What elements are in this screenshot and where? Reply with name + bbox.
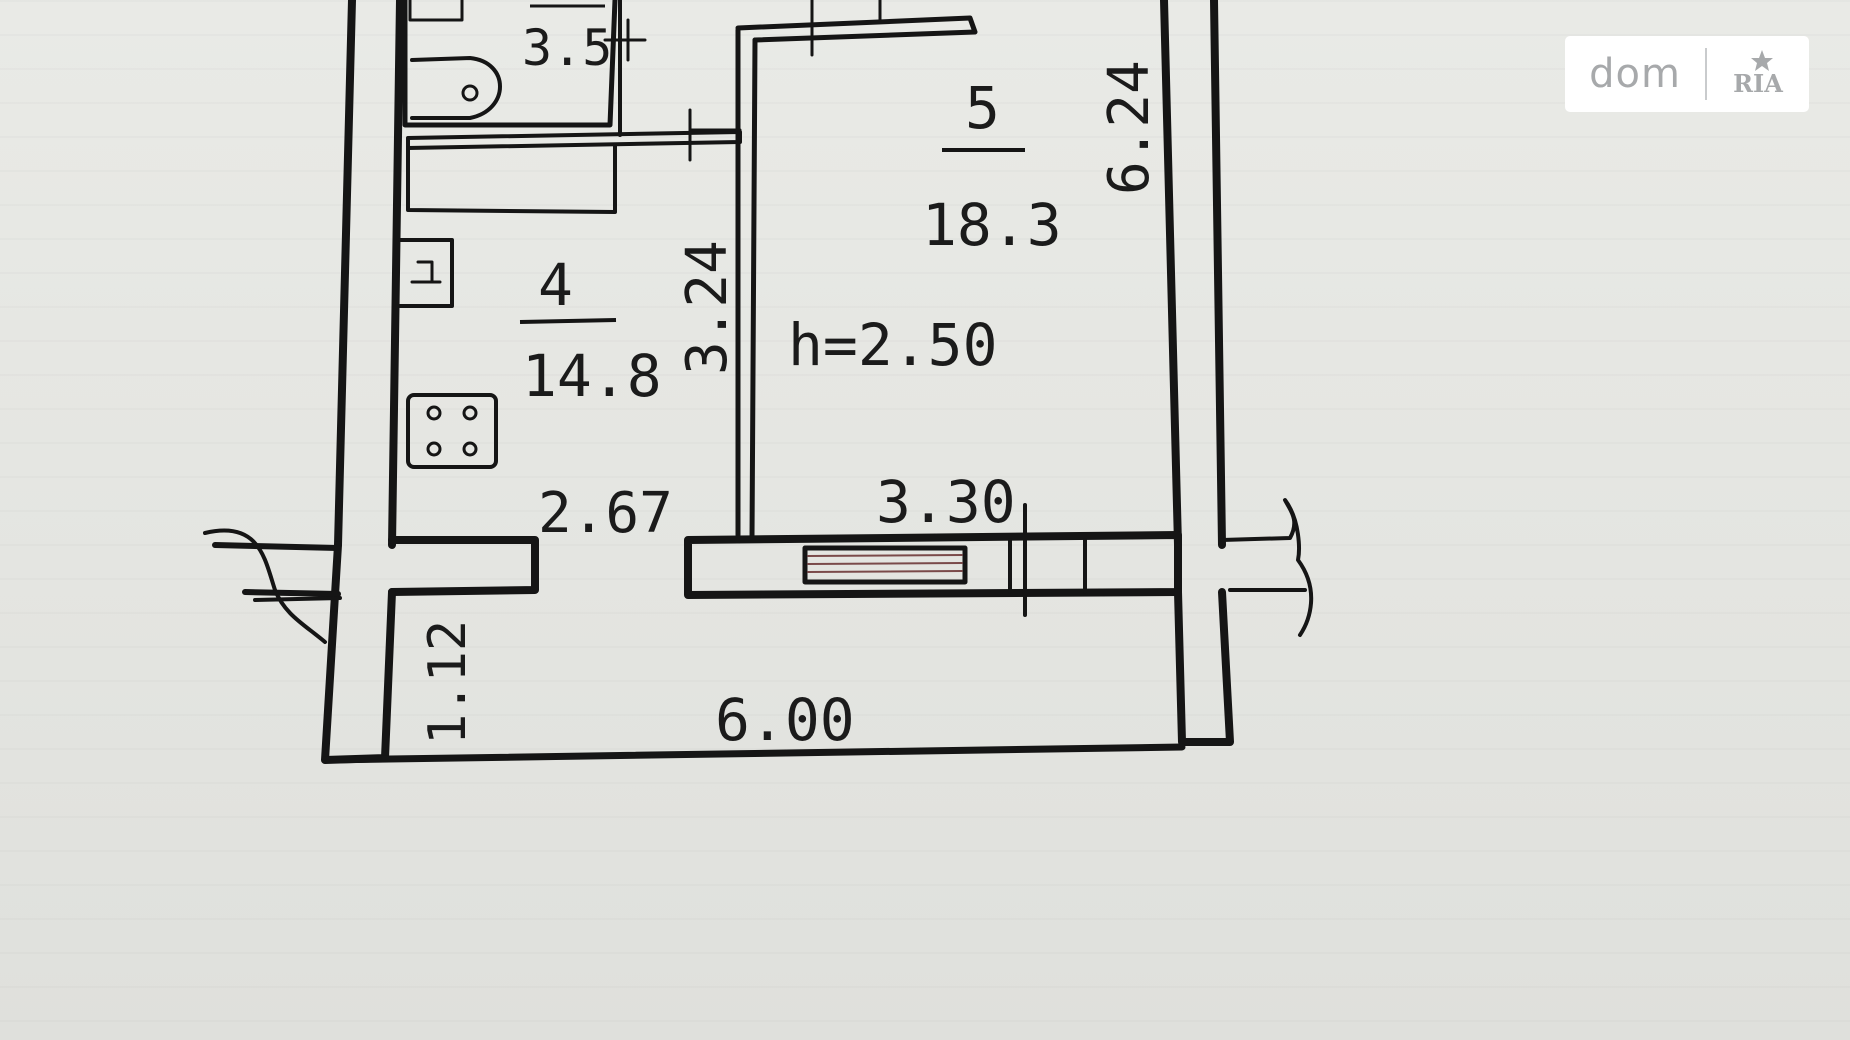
room-5-area: 18.3 xyxy=(922,191,1062,259)
wall-stub-left xyxy=(212,542,341,597)
room-window-hatch xyxy=(807,554,963,573)
corridor-shelf xyxy=(406,143,617,214)
dim-balcony-width: 6.00 xyxy=(715,686,855,754)
domria-logo: dom RIA xyxy=(1565,36,1809,112)
stove-burner xyxy=(426,441,442,457)
ceiling-height-label: h=2.50 xyxy=(788,311,998,379)
toilet-drain xyxy=(461,84,479,102)
wall-right-outer xyxy=(1210,0,1226,549)
break-line-left xyxy=(203,528,342,644)
logo-dom-text: dom xyxy=(1589,51,1681,97)
logo-separator xyxy=(1705,48,1707,100)
stove-burner xyxy=(462,405,478,421)
dim-room5-width: 3.30 xyxy=(876,468,1016,536)
door-tick-corridor xyxy=(688,108,742,162)
room-4-area: 14.8 xyxy=(522,342,662,410)
balcony-railing xyxy=(321,743,1186,764)
toilet-tank xyxy=(408,0,464,22)
logo-ria-mark: RIA xyxy=(1733,50,1783,98)
door-tick-bath xyxy=(603,18,647,62)
wall-right-lower xyxy=(1174,588,1234,746)
window-mullion xyxy=(1008,503,1087,617)
dim-room5-height: 6.24 xyxy=(1097,60,1162,195)
wall-left-lower xyxy=(321,541,396,764)
toilet xyxy=(410,56,502,120)
kitchen-sink-faucet xyxy=(410,260,442,284)
room-window xyxy=(802,545,968,585)
logo-ria-text: RIA xyxy=(1733,69,1783,98)
break-line-right xyxy=(1220,498,1314,637)
room-4-divider xyxy=(519,318,617,324)
wall-left-inner xyxy=(388,0,404,549)
kitchen-sink xyxy=(398,238,454,308)
bathroom-wall xyxy=(402,0,618,128)
kitchen-stove xyxy=(406,393,498,469)
dim-kitchen-width: 2.67 xyxy=(538,481,673,546)
kitchen-window-wall xyxy=(388,536,539,596)
bath-area-label: 3.5 xyxy=(522,19,612,77)
stove-burner xyxy=(462,441,478,457)
dim-balcony-depth: 1.12 xyxy=(418,620,478,745)
dim-kitchen-height: 3.24 xyxy=(675,240,740,375)
partition-top xyxy=(735,15,978,43)
star-icon xyxy=(1751,50,1773,71)
wall-left-outer xyxy=(334,0,356,549)
stove-burner xyxy=(426,405,442,421)
wall-right-inner xyxy=(1160,0,1182,549)
door-tick-top xyxy=(810,0,882,57)
room-window-wall xyxy=(684,531,1182,599)
partition-right xyxy=(749,37,758,541)
room-4-number: 4 xyxy=(538,251,573,319)
room-5-number: 5 xyxy=(965,74,1000,142)
